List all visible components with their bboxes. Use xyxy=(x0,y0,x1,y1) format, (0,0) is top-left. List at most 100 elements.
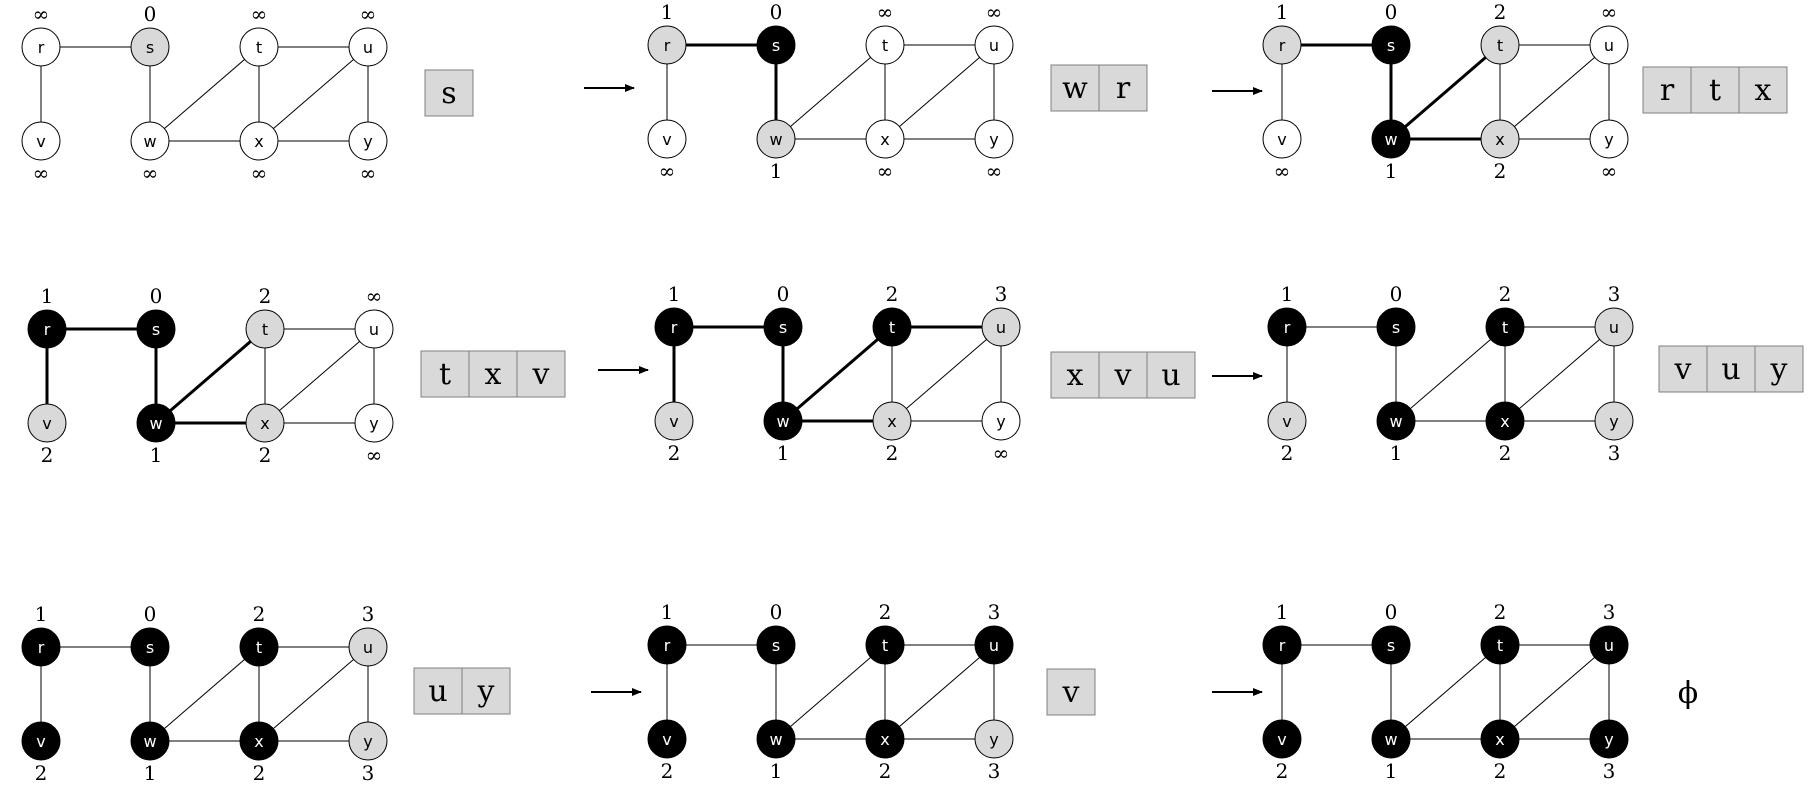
edge-u-x xyxy=(1504,326,1615,422)
distance-label-r: 1 xyxy=(41,284,54,308)
distance-label-w: 1 xyxy=(1385,759,1398,783)
vertex-label-u: u xyxy=(1604,36,1614,55)
vertex-x: x2 xyxy=(239,721,279,785)
vertex-label-s: s xyxy=(146,38,154,57)
vertex-label-t: t xyxy=(882,36,888,55)
vertex-circle-t xyxy=(239,27,279,67)
distance-label-y: 3 xyxy=(1608,441,1621,465)
edge-t-w xyxy=(149,646,260,742)
vertex-circle-v xyxy=(654,401,694,441)
distance-label-v: ∞ xyxy=(33,161,50,185)
vertex-u: u3 xyxy=(348,602,388,667)
distance-label-r: 1 xyxy=(668,282,681,306)
vertex-r: r1 xyxy=(654,282,694,347)
vertex-circle-v xyxy=(1262,119,1302,159)
distance-label-w: 1 xyxy=(150,443,163,467)
vertex-circle-v xyxy=(647,719,687,759)
vertex-r: r1 xyxy=(1262,600,1302,665)
vertex-x: x2 xyxy=(1480,119,1520,183)
vertex-label-y: y xyxy=(989,730,998,749)
queue-cell xyxy=(1706,345,1756,393)
distance-label-u: ∞ xyxy=(360,2,377,26)
distance-label-w: 1 xyxy=(144,761,157,785)
distance-label-r: 1 xyxy=(35,602,48,626)
queue-cell xyxy=(1146,351,1196,399)
distance-label-x: ∞ xyxy=(877,159,894,183)
distance-label-s: 0 xyxy=(770,0,783,24)
queue-item-t: t xyxy=(439,357,451,392)
vertex-circle-u xyxy=(1594,307,1634,347)
queue-cell xyxy=(1050,64,1100,112)
vertex-v: v∞ xyxy=(21,121,61,185)
vertex-label-y: y xyxy=(1604,730,1613,749)
vertex-circle-x xyxy=(245,403,285,443)
vertex-w: w1 xyxy=(756,119,796,183)
distance-label-v: 2 xyxy=(1276,759,1289,783)
vertex-label-r: r xyxy=(664,636,671,655)
vertex-circle-r xyxy=(27,309,67,349)
distance-label-y: ∞ xyxy=(1601,159,1618,183)
vertex-w: w∞ xyxy=(130,121,170,185)
vertex-t: t∞ xyxy=(865,0,905,65)
vertex-v: v∞ xyxy=(647,119,687,183)
distance-label-u: 3 xyxy=(1603,600,1616,624)
vertex-y: y∞ xyxy=(348,121,388,185)
vertex-label-u: u xyxy=(363,38,373,57)
vertex-s: s0 xyxy=(130,2,170,67)
vertex-u: u3 xyxy=(974,600,1014,665)
distance-label-u: 3 xyxy=(362,602,375,626)
queue-cell xyxy=(424,69,474,117)
queue-item-v: v xyxy=(1114,358,1132,393)
vertex-label-t: t xyxy=(256,638,262,657)
edge-u-x xyxy=(884,644,995,740)
vertex-x: x2 xyxy=(865,719,905,783)
queue-item-u: u xyxy=(1721,352,1740,387)
vertex-label-u: u xyxy=(1609,318,1619,337)
vertex-label-y: y xyxy=(1604,130,1613,149)
edge-t-w xyxy=(782,325,893,423)
vertex-circle-y xyxy=(1594,401,1634,441)
distance-label-s: 0 xyxy=(150,284,163,308)
distance-label-x: 2 xyxy=(259,443,272,467)
vertex-s: s0 xyxy=(1371,600,1411,665)
distance-label-x: ∞ xyxy=(251,161,268,185)
vertex-w: w1 xyxy=(130,721,170,785)
vertex-x: x∞ xyxy=(239,121,279,185)
edge-t-w xyxy=(775,44,886,140)
distance-label-t: 2 xyxy=(259,284,272,308)
vertex-label-v: v xyxy=(36,732,45,751)
vertex-s: s0 xyxy=(1371,0,1411,65)
vertex-circle-s xyxy=(1376,307,1416,347)
vertex-label-w: w xyxy=(149,414,162,433)
vertex-v: v2 xyxy=(1267,401,1307,465)
vertex-circle-t xyxy=(865,625,905,665)
distance-label-w: 1 xyxy=(1390,441,1403,465)
vertex-circle-s xyxy=(763,307,803,347)
queue-item-v: v xyxy=(1674,352,1692,387)
vertex-u: u3 xyxy=(981,282,1021,347)
vertex-s: s0 xyxy=(763,282,803,347)
vertex-circle-t xyxy=(1480,625,1520,665)
queue-item-x: x xyxy=(1067,358,1084,393)
vertex-circle-x xyxy=(872,401,912,441)
vertex-u: u∞ xyxy=(348,2,388,67)
distance-label-y: ∞ xyxy=(986,159,1003,183)
vertex-circle-u xyxy=(1589,25,1629,65)
edge-u-x xyxy=(891,326,1002,422)
vertex-y: y3 xyxy=(974,719,1014,783)
distance-label-t: 2 xyxy=(879,600,892,624)
vertex-v: v2 xyxy=(27,403,67,467)
queue-item-u: u xyxy=(1161,358,1180,393)
vertex-w: w1 xyxy=(763,401,803,465)
edge-u-x xyxy=(1499,44,1610,140)
queue-cell xyxy=(1642,66,1692,114)
edge-u-x xyxy=(1499,644,1610,740)
vertex-u: u∞ xyxy=(974,0,1014,65)
vertex-label-y: y xyxy=(369,414,378,433)
vertex-circle-y xyxy=(1589,719,1629,759)
vertex-circle-w xyxy=(136,403,176,443)
